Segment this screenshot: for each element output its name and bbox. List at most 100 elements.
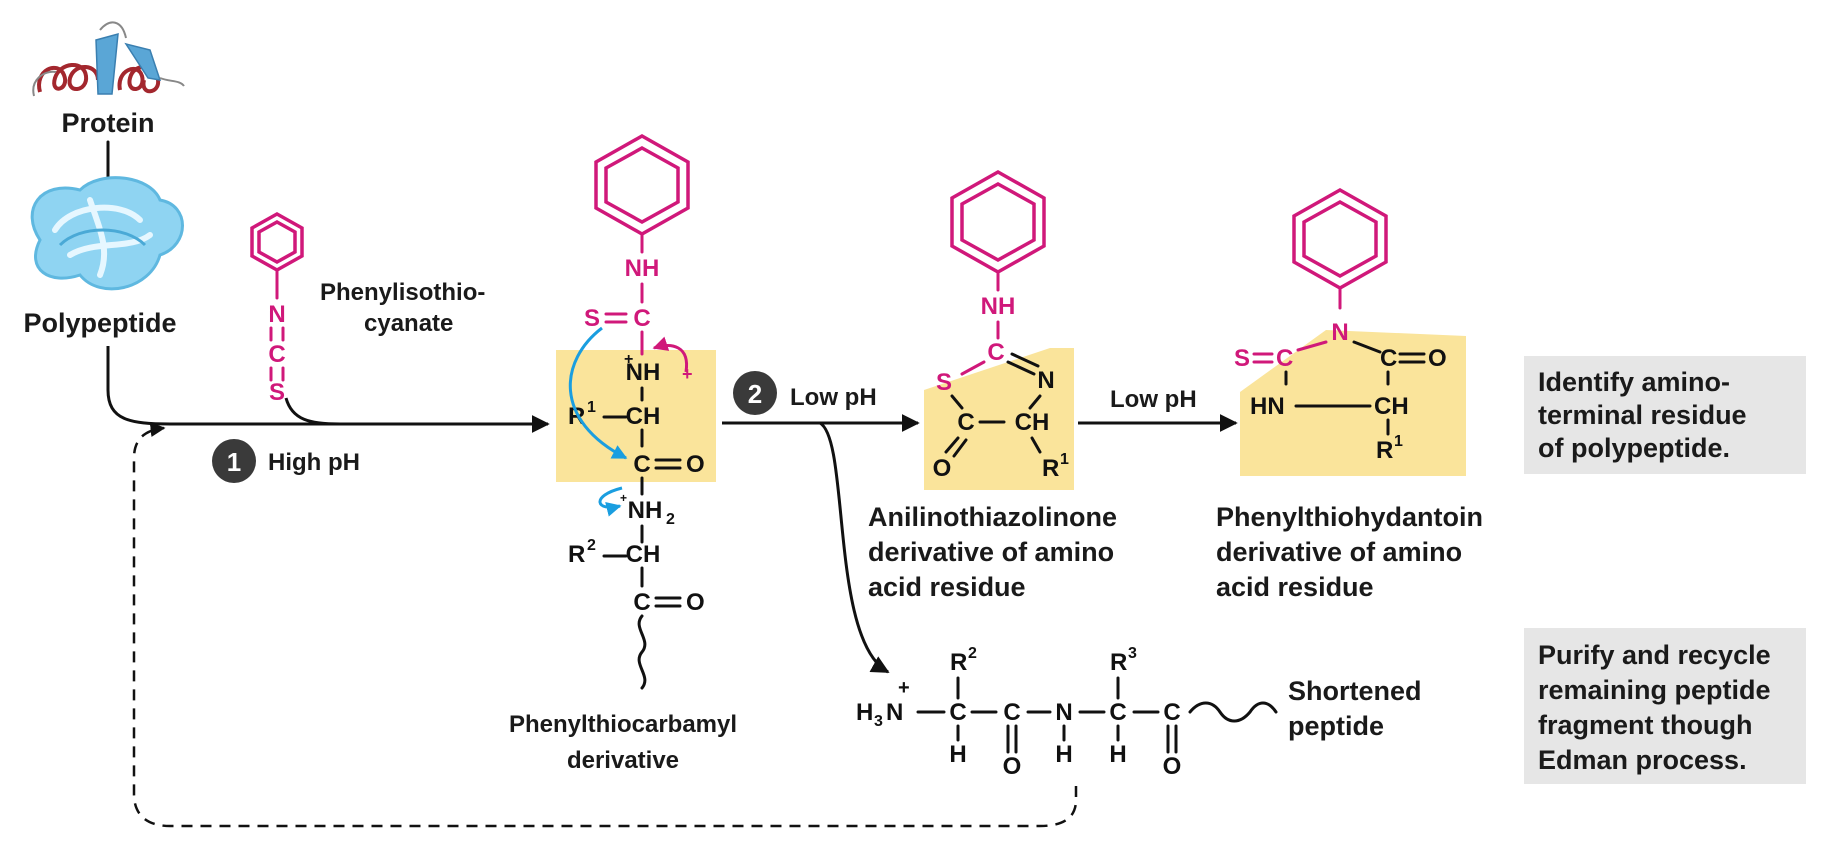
ptc-label-1: Phenylthiocarbamyl (509, 711, 737, 738)
recycle-note-line-2: remaining peptide (1538, 675, 1771, 705)
reagent-merge-line (284, 397, 341, 426)
identify-note-box (1524, 356, 1806, 474)
identify-note-line-3: of polypeptide. (1538, 433, 1730, 463)
svg-text:2: 2 (666, 511, 675, 528)
svg-text:1: 1 (587, 399, 596, 416)
polypeptide-blob-icon (30, 176, 184, 291)
step1-label: High pH (268, 449, 360, 476)
svg-text:S: S (584, 305, 600, 332)
svg-text:N: N (1331, 319, 1348, 346)
recycle-dashed-arrow (132, 422, 1078, 828)
svg-text:2: 2 (748, 379, 762, 409)
svg-text:R: R (1110, 649, 1127, 676)
reagent-n-atom: N (268, 301, 285, 328)
identify-note-line-2: terminal residue (1538, 400, 1747, 430)
pth-label-1: Phenylthiohydantoin (1216, 502, 1483, 532)
svg-text:O: O (686, 451, 705, 478)
svg-text:1: 1 (1394, 433, 1403, 450)
atz-label-1: Anilinothiazolinone (868, 502, 1117, 532)
atz-phenyl-ring (950, 169, 1046, 275)
svg-text:3: 3 (1128, 645, 1137, 662)
svg-text:R: R (950, 649, 967, 676)
svg-text:3: 3 (874, 713, 883, 730)
recycle-note-line-1: Purify and recycle (1538, 640, 1771, 670)
svg-text:+: + (898, 677, 910, 699)
step2-badge (733, 371, 777, 415)
svg-text:CH: CH (626, 403, 661, 430)
svg-text:HN: HN (1250, 393, 1285, 420)
svg-text:C: C (1276, 345, 1293, 372)
svg-text:H: H (949, 741, 966, 768)
ptc-phenyl-ring (594, 133, 690, 237)
svg-text:R: R (1042, 455, 1059, 482)
svg-text:O: O (933, 455, 952, 482)
step1-arrow (106, 346, 550, 433)
reagent-label-2: cyanate (364, 310, 453, 337)
protein-ribbon-icon (32, 21, 185, 97)
step2-label: Low pH (790, 384, 877, 411)
reagent-s-atom: S (269, 379, 285, 406)
svg-text:C: C (987, 339, 1004, 366)
svg-text:N: N (1055, 699, 1072, 726)
svg-text:C: C (949, 699, 966, 726)
protein-label: Protein (61, 108, 154, 138)
svg-text:O: O (1003, 753, 1022, 780)
ptc-nh2-atom: NH (628, 497, 663, 524)
ptc-highlight (556, 350, 716, 482)
svg-text:CH: CH (1015, 409, 1050, 436)
recycle-note-line-3: fragment though (1538, 710, 1752, 740)
svg-text:H: H (1055, 741, 1072, 768)
svg-text:+: + (624, 351, 633, 368)
svg-text:S: S (936, 369, 952, 396)
svg-text:+: + (620, 491, 627, 505)
svg-text:R: R (568, 541, 585, 568)
step1-badge (212, 439, 256, 483)
svg-text:C: C (633, 305, 650, 332)
ptc-label-2: derivative (567, 747, 679, 774)
reagent-c-atom: C (268, 341, 285, 368)
atz-label-2: derivative of amino (868, 537, 1114, 567)
svg-text:H: H (1109, 741, 1126, 768)
svg-text:CH: CH (626, 541, 661, 568)
svg-text:C: C (1380, 345, 1397, 372)
blue-curved-arrow-1 (568, 326, 628, 460)
svg-text:1: 1 (227, 447, 241, 477)
svg-text:2: 2 (587, 537, 596, 554)
low-ph-label: Low pH (1110, 386, 1197, 413)
svg-text:NH: NH (981, 293, 1016, 320)
reagent-label-1: Phenylisothio- (320, 279, 485, 306)
svg-text:CH: CH (1374, 393, 1409, 420)
svg-text:R: R (568, 403, 585, 430)
ptc-chain-wave (637, 614, 647, 690)
svg-text:C: C (957, 409, 974, 436)
svg-text:N: N (886, 699, 903, 726)
svg-text:N: N (1037, 367, 1054, 394)
ptc-nh-atom: NH (625, 255, 660, 282)
atz-highlight (924, 348, 1074, 490)
svg-text:H: H (856, 699, 873, 726)
svg-text:C: C (633, 451, 650, 478)
blue-curved-arrow-2 (598, 486, 623, 517)
shortened-label-1: Shortened (1288, 676, 1422, 706)
svg-text:O: O (686, 589, 705, 616)
svg-text:C: C (633, 589, 650, 616)
svg-text:+: + (682, 364, 693, 384)
shortened-peptide-structure: + H 3 N C R 2 H C O N H C R 3 H C O (856, 645, 1278, 780)
svg-text:C: C (1003, 699, 1020, 726)
pth-highlight (1240, 330, 1466, 476)
recycle-note-line-4: Edman process. (1538, 745, 1747, 775)
magenta-curved-arrow (652, 336, 689, 373)
svg-text:C: C (1109, 699, 1126, 726)
svg-text:S: S (1234, 345, 1250, 372)
svg-text:O: O (1163, 753, 1182, 780)
atz-label-3: acid residue (868, 572, 1026, 602)
branch-arrow-to-peptide (819, 421, 890, 674)
svg-text:1: 1 (1060, 451, 1069, 468)
polypeptide-label: Polypeptide (23, 308, 176, 338)
svg-text:O: O (1428, 345, 1447, 372)
svg-text:2: 2 (968, 645, 977, 662)
ptc-nh-plus-atom: NH (626, 359, 661, 386)
recycle-note-box (1524, 628, 1806, 784)
pth-phenyl-ring (1292, 187, 1388, 291)
